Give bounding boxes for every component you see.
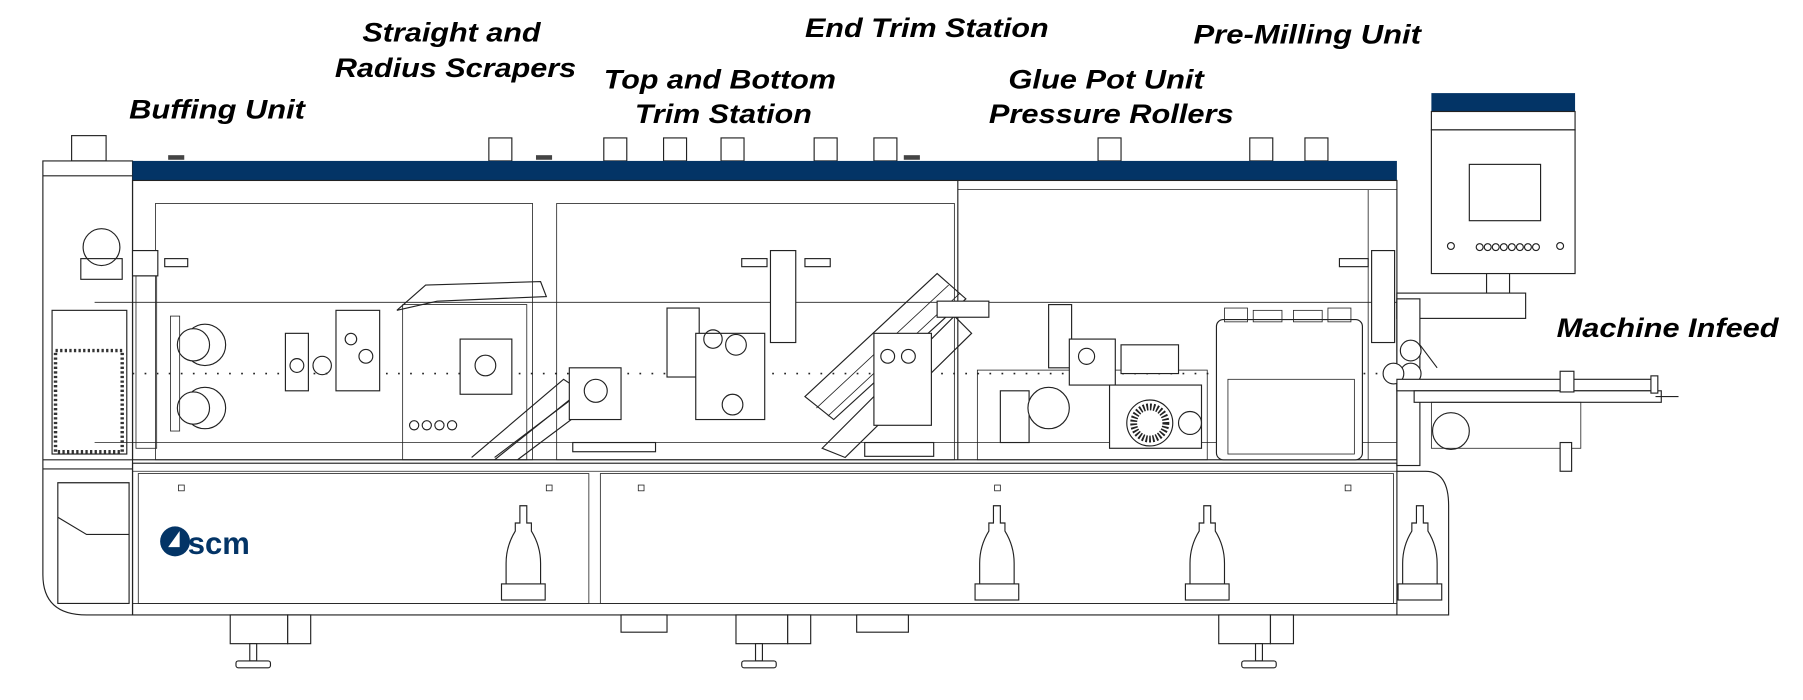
station-labels: Buffing Unit Straight and Radius Scraper… bbox=[129, 13, 1779, 343]
label-pre-milling-unit: Pre-Milling Unit bbox=[1193, 20, 1422, 50]
infeed bbox=[1382, 298, 1679, 472]
glue-pot-icon bbox=[1027, 386, 1070, 430]
dial-row bbox=[408, 420, 458, 431]
label-buffing-unit: Buffing Unit bbox=[129, 94, 306, 124]
label-trim-line2: Trim Station bbox=[635, 99, 812, 129]
buffing-unit bbox=[131, 249, 227, 449]
machine-feet bbox=[229, 614, 1295, 669]
lower-base bbox=[131, 462, 1450, 616]
label-trim-line1: Top and Bottom bbox=[604, 65, 836, 95]
brand-logo-text: scm bbox=[188, 526, 250, 561]
label-scrapers-line1: Straight and bbox=[362, 17, 541, 47]
top-caps bbox=[71, 135, 1329, 162]
motor-icon bbox=[82, 228, 121, 267]
bottle-icon bbox=[1189, 505, 1226, 587]
pre-milling-unit bbox=[1215, 249, 1396, 461]
panel-buttons bbox=[1475, 243, 1541, 252]
top-cover-bar bbox=[132, 160, 1397, 181]
control-panel bbox=[1396, 93, 1576, 319]
scm-logo: scm bbox=[160, 526, 250, 561]
end-trim-station bbox=[804, 272, 990, 459]
label-glue-line2: Pressure Rollers bbox=[989, 99, 1234, 129]
touch-screen[interactable] bbox=[1468, 163, 1542, 222]
trim-station bbox=[471, 249, 831, 461]
label-end-trim-station: End Trim Station bbox=[805, 13, 1049, 43]
left-cabinet bbox=[42, 160, 134, 616]
bottle-icon bbox=[1402, 505, 1438, 587]
label-machine-infeed: Machine Infeed bbox=[1557, 313, 1780, 343]
label-scrapers-line2: Radius Scrapers bbox=[335, 53, 576, 83]
label-glue-line1: Glue Pot Unit bbox=[1008, 65, 1205, 95]
glue-bottles bbox=[500, 505, 1443, 601]
bottle-icon bbox=[505, 505, 542, 587]
glue-pot-unit bbox=[976, 304, 1208, 461]
bottle-icon bbox=[979, 505, 1015, 587]
scraper-unit bbox=[284, 281, 548, 461]
